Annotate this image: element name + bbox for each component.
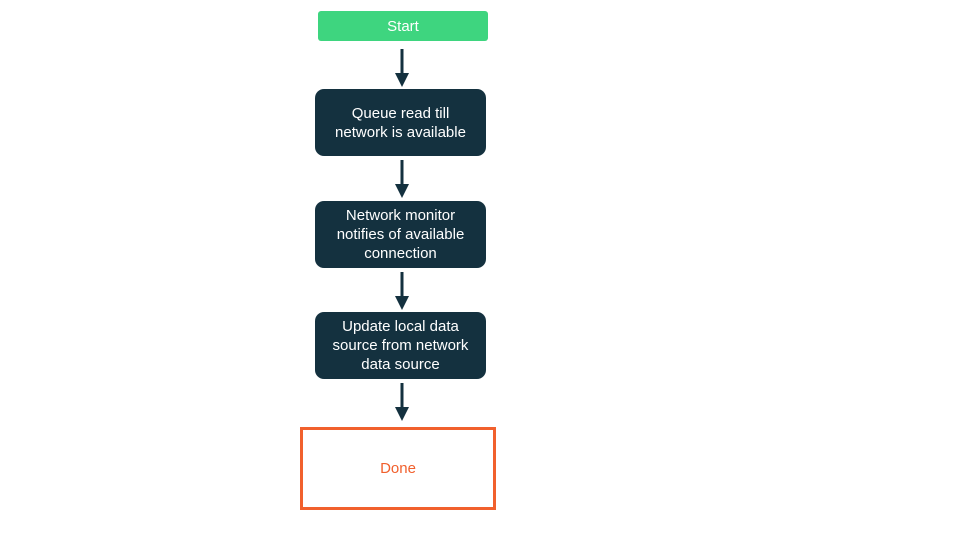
flowchart-node-queue-read: Queue read till network is available — [315, 89, 486, 156]
arrow-down-icon — [393, 383, 411, 421]
arrow-down-icon — [393, 272, 411, 310]
arrow-down-icon — [393, 160, 411, 198]
flowchart-node-start: Start — [318, 11, 488, 41]
flowchart-node-done[interactable]: Done — [300, 427, 496, 510]
flowchart-node-update-local-data: Update local data source from network da… — [315, 312, 486, 379]
flowchart-node-network-monitor: Network monitor notifies of available co… — [315, 201, 486, 268]
arrow-down-icon — [393, 49, 411, 87]
